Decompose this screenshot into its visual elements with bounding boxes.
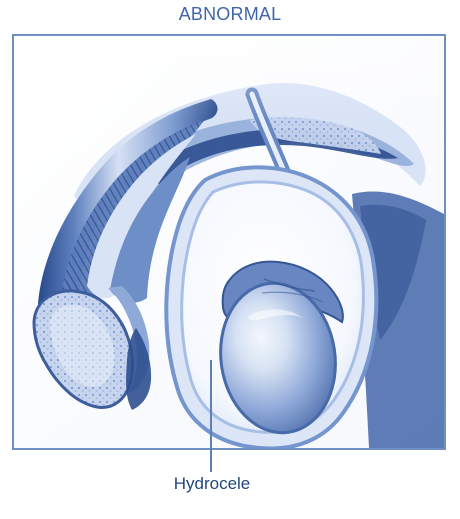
hydrocele-label: Hydrocele (150, 474, 274, 494)
diagram-title: ABNORMAL (0, 4, 460, 25)
hydrocele-leader-line (210, 360, 212, 472)
anatomy-illustration (14, 36, 444, 448)
illustration-frame (12, 34, 446, 450)
